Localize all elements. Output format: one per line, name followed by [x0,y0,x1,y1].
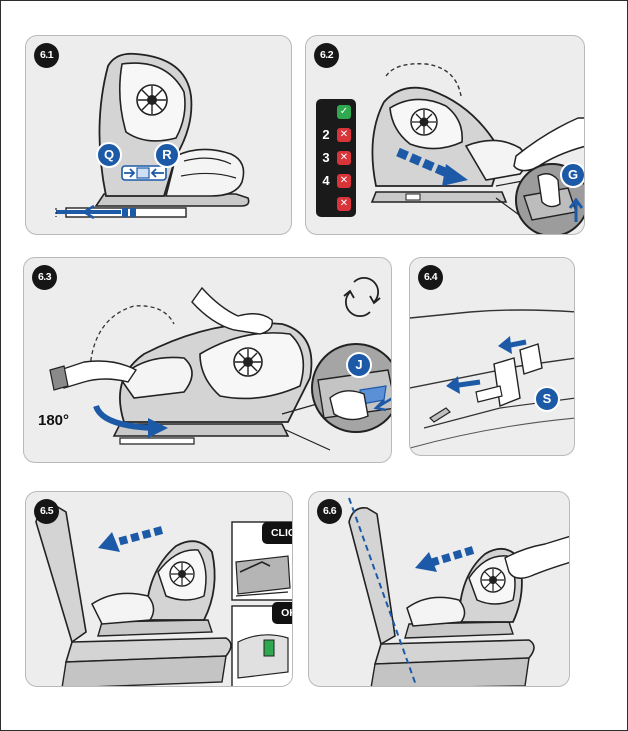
panel-step-6-3: 6.3 [23,257,392,463]
step-number-6-2: 6.2 [314,43,339,68]
ok-indicator: OK [272,602,292,624]
position-status-list: ✓ 2 ✕ 3 ✕ 4 ✕ ✕ [316,99,356,217]
panel-step-6-6: 6.6 [308,491,570,687]
rotation-angle-label: 180° [38,412,70,429]
panel-step-6-2: 6.2 ✓ 2 ✕ 3 ✕ 4 ✕ ✕ [305,35,585,235]
illustration-6-6 [348,497,569,686]
click-indicator: CLICK [262,522,292,544]
illustration-6-3 [49,276,391,451]
step-number-6-1: 6.1 [34,43,59,68]
callout-r: R [154,142,180,168]
panel-step-6-1: 6.1 [25,35,292,235]
position-row-4: 4 ✕ [316,171,356,191]
callout-g: G [560,162,584,188]
callout-j: J [346,352,372,378]
panel-step-6-5: 6.5 [25,491,293,687]
step-number-6-5: 6.5 [34,499,59,524]
cross-icon: ✕ [337,174,351,188]
check-icon: ✓ [337,105,351,119]
cross-icon: ✕ [337,128,351,142]
cross-icon: ✕ [337,151,351,165]
illustration-6-5 [35,505,292,686]
position-row-2: 2 ✕ [316,125,356,145]
position-row-1: ✓ [316,102,356,122]
callout-q: Q [96,142,122,168]
illustration-6-1 [55,52,250,220]
position-row-5: ✕ [316,194,356,214]
step-number-6-3: 6.3 [32,265,57,290]
cross-icon: ✕ [337,197,351,211]
position-row-3: 3 ✕ [316,148,356,168]
step-number-6-6: 6.6 [317,499,342,524]
illustration-6-4 [410,309,574,449]
illustration-6-2 [370,63,584,234]
rotate-arrows-icon [343,276,381,318]
callout-s: S [534,386,560,412]
step-number-6-4: 6.4 [418,265,443,290]
panel-step-6-4: 6.4 S [409,257,575,456]
